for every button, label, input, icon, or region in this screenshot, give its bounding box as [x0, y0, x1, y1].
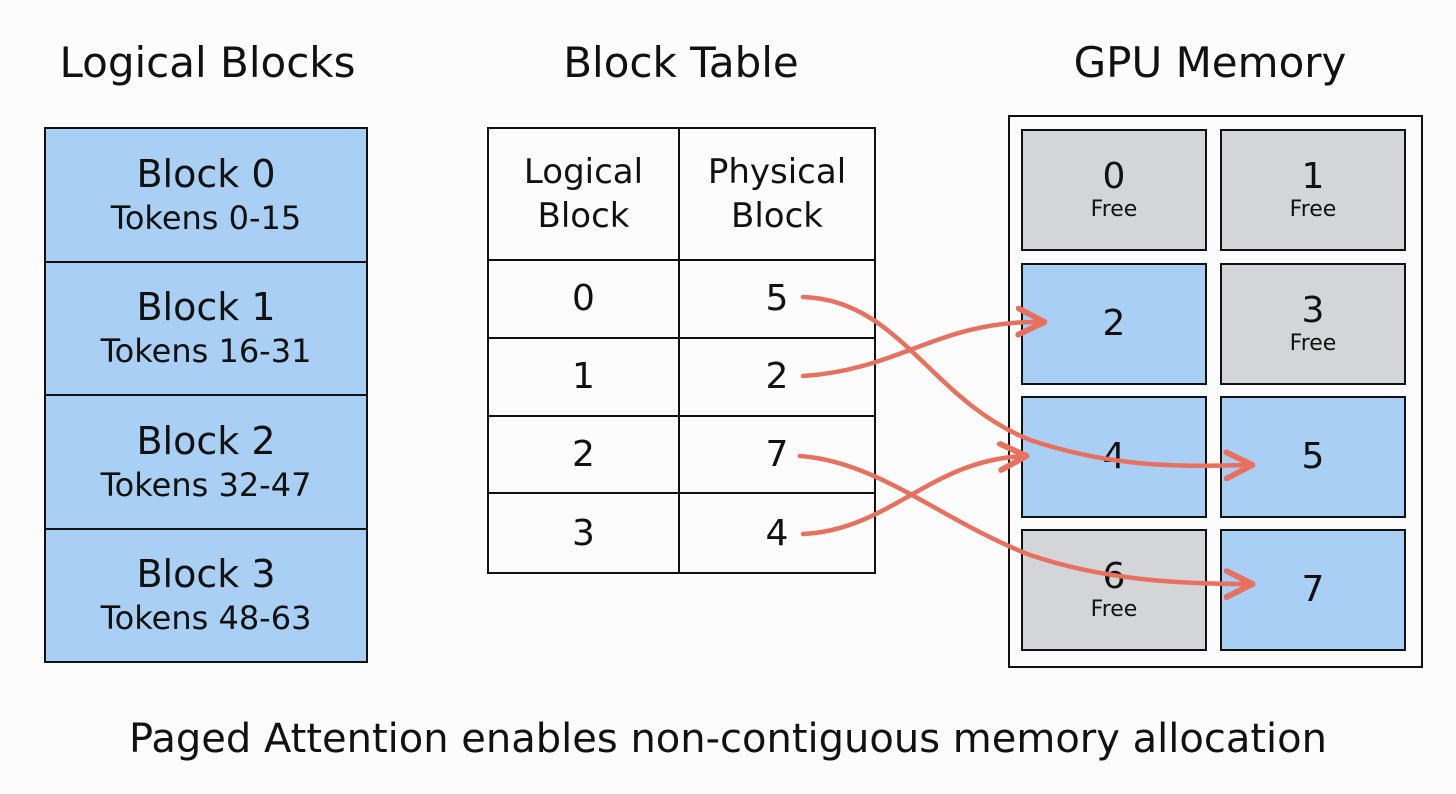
memory-block-4: 4: [1021, 396, 1207, 518]
logical-block-name: Block 2: [136, 418, 276, 463]
table-header-physical: Physical Block: [680, 129, 874, 261]
table-cell-physical: 5: [680, 261, 874, 339]
logical-blocks-title: Logical Blocks: [59, 38, 356, 87]
memory-block-id: 1: [1301, 156, 1325, 197]
arrow-logical-1-to-physical-2: [800, 322, 1042, 379]
memory-block-2: 2: [1021, 263, 1207, 385]
free-label: Free: [1289, 331, 1337, 356]
arrow-logical-3-to-physical-4: [800, 456, 1024, 537]
logical-block-name: Block 0: [136, 151, 276, 196]
logical-block-0: Block 0 Tokens 0-15: [46, 129, 366, 263]
table-header-logical: Logical Block: [489, 129, 680, 261]
table-cell-physical: 2: [680, 339, 874, 417]
memory-block-3: 3 Free: [1220, 263, 1406, 385]
logical-block-tokens: Tokens 0-15: [110, 198, 302, 237]
free-label: Free: [1090, 597, 1138, 622]
arrow-logical-0-to-physical-5: [800, 294, 1250, 466]
logical-blocks-stack: Block 0 Tokens 0-15 Block 1 Tokens 16-31…: [44, 127, 368, 663]
memory-block-id: 5: [1301, 436, 1325, 477]
logical-block-tokens: Tokens 48-63: [100, 599, 312, 638]
memory-block-1: 1 Free: [1220, 129, 1406, 251]
table-cell-logical: 3: [489, 494, 680, 572]
memory-block-id: 2: [1102, 303, 1126, 344]
block-table-title: Block Table: [563, 38, 799, 87]
arrow-logical-2-to-physical-7: [797, 453, 1250, 584]
logical-block-3: Block 3 Tokens 48-63: [46, 529, 366, 661]
table-cell-logical: 1: [489, 338, 680, 417]
memory-block-id: 4: [1102, 436, 1126, 477]
diagram-caption: Paged Attention enables non-contiguous m…: [129, 716, 1327, 762]
table-cell-logical: 2: [489, 416, 680, 495]
memory-block-id: 3: [1301, 290, 1325, 331]
logical-block-2: Block 2 Tokens 32-47: [46, 396, 366, 530]
logical-block-name: Block 1: [136, 285, 276, 330]
table-cell-logical: 0: [489, 261, 680, 339]
block-table: Logical Block Physical Block 0 5 1 2 2 7…: [487, 127, 876, 574]
logical-block-name: Block 3: [136, 552, 276, 597]
table-cell-physical: 7: [680, 417, 874, 495]
gpu-memory-title: GPU Memory: [1073, 38, 1347, 87]
free-label: Free: [1289, 197, 1337, 222]
memory-block-id: 0: [1102, 156, 1126, 197]
memory-block-0: 0 Free: [1021, 129, 1207, 251]
logical-block-1: Block 1 Tokens 16-31: [46, 262, 366, 396]
logical-block-tokens: Tokens 32-47: [100, 465, 312, 504]
table-cell-physical: 4: [765, 512, 789, 554]
logical-block-tokens: Tokens 16-31: [100, 332, 312, 371]
memory-block-id: 7: [1301, 569, 1325, 610]
free-label: Free: [1090, 197, 1138, 222]
